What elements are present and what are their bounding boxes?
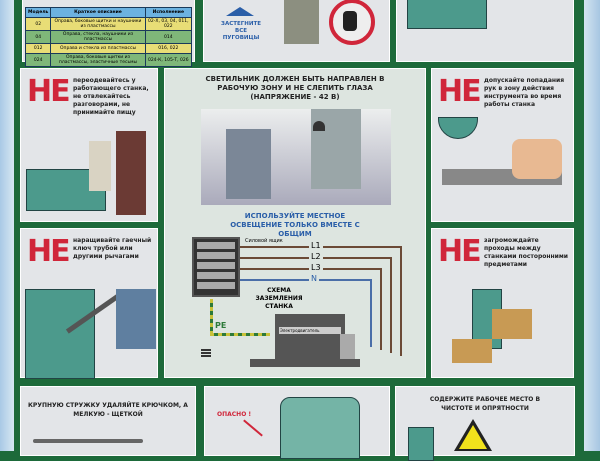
lighting-subtitle: ИСПОЛЬЗУЙТЕ МЕСТНОЕ ОСВЕЩЕНИЕ ТОЛЬКО ВМЕ… bbox=[230, 212, 360, 238]
power-box-label: Силовой ящик bbox=[245, 238, 283, 244]
pe-wire bbox=[210, 333, 270, 336]
caption: КРУПНУЮ СТРУЖКУ УДАЛЯЙТЕ КРЮЧКОМ, А МЕЛК… bbox=[28, 402, 188, 418]
motor: Электродвигатель bbox=[275, 314, 345, 359]
wire-label-n: N bbox=[309, 274, 319, 283]
rule-text: переодевайтесь у работающего станка, не … bbox=[73, 77, 149, 116]
ne-label: НЕ bbox=[438, 234, 482, 269]
arrow-icon bbox=[243, 419, 263, 437]
table-header: Модель bbox=[24, 7, 52, 18]
pe-label: PE bbox=[215, 321, 227, 330]
panel-ne-hands: НЕ допускайте попадания рук в зону дейст… bbox=[431, 68, 574, 222]
panel-buttons: ЗАСТЕГНИТЕ ВСЕ ПУГОВИЦЫ bbox=[203, 0, 390, 62]
ne-label: НЕ bbox=[27, 74, 71, 109]
caption: СОДЕРЖИТЕ РАБОЧЕЕ МЕСТО В ЧИСТОТЕ И ОПРЯ… bbox=[429, 396, 541, 412]
worker-hand bbox=[512, 139, 562, 179]
danger-label: ОПАСНО ! bbox=[217, 411, 252, 418]
worker-figure bbox=[89, 141, 111, 191]
crates bbox=[452, 339, 492, 363]
ne-label: НЕ bbox=[438, 74, 482, 109]
panel-lighting: СВЕТИЛЬНИК ДОЛЖЕН БЫТЬ НАПРАВЛЕН В РАБОЧ… bbox=[164, 68, 426, 378]
lighting-title: СВЕТИЛЬНИК ДОЛЖЕН БЫТЬ НАПРАВЛЕН В РАБОЧ… bbox=[205, 75, 385, 101]
pe-wire bbox=[210, 299, 213, 334]
motor-label: Электродвигатель bbox=[279, 327, 341, 334]
lamp-icon bbox=[313, 121, 325, 131]
panel-ne-wrench: НЕ наращивайте гаечный ключ трубой или д… bbox=[20, 228, 158, 379]
worker-figure bbox=[116, 131, 146, 215]
crates bbox=[492, 309, 532, 339]
panel-chips: КРУПНУЮ СТРУЖКУ УДАЛЯЙТЕ КРЮЧКОМ, А МЕЛК… bbox=[20, 386, 196, 456]
grounding-scheme-label: СХЕМА ЗАЗЕМЛЕНИЯ СТАНКА bbox=[255, 287, 303, 310]
rule-text: наращивайте гаечный ключ трубой или друг… bbox=[73, 237, 152, 260]
machine-base bbox=[250, 359, 360, 367]
wire-label-l1: L1 bbox=[309, 241, 323, 250]
ne-label: НЕ bbox=[27, 234, 71, 269]
wire-label-l3: L3 bbox=[309, 263, 323, 272]
rule-text: допускайте попадания рук в зону действия… bbox=[484, 77, 565, 108]
panel-ne-talking: НЕ переодевайтесь у работающего станка, … bbox=[20, 68, 158, 222]
caption: ЗАСТЕГНИТЕ ВСЕ ПУГОВИЦЫ bbox=[221, 21, 261, 41]
panel-ne-passages: НЕ загромождайте проходы между станками … bbox=[431, 228, 574, 378]
no-gloves-icon bbox=[329, 0, 375, 45]
terminal-block bbox=[340, 334, 355, 360]
hook-tool bbox=[33, 439, 143, 443]
panel-machine-top bbox=[396, 0, 574, 62]
table-header: Краткое описание bbox=[50, 7, 146, 18]
wire-label-l2: L2 bbox=[309, 252, 323, 261]
worker-figure bbox=[284, 0, 319, 44]
worker-arm bbox=[116, 289, 156, 349]
ground-icon bbox=[201, 349, 211, 351]
panel-clean: СОДЕРЖИТЕ РАБОЧЕЕ МЕСТО В ЧИСТОТЕ И ОПРЯ… bbox=[395, 386, 575, 461]
arrow-up-icon bbox=[226, 7, 254, 16]
power-box bbox=[192, 237, 240, 297]
panel-danger: ОПАСНО ! bbox=[204, 386, 390, 459]
warning-icon-fill bbox=[459, 425, 487, 449]
rule-text: загромождайте проходы между станками пос… bbox=[484, 237, 568, 268]
table-header: Исполнение bbox=[144, 7, 193, 18]
background-edge-left bbox=[0, 0, 14, 451]
background-edge-right bbox=[584, 0, 600, 451]
lathe-illustration bbox=[201, 109, 391, 205]
